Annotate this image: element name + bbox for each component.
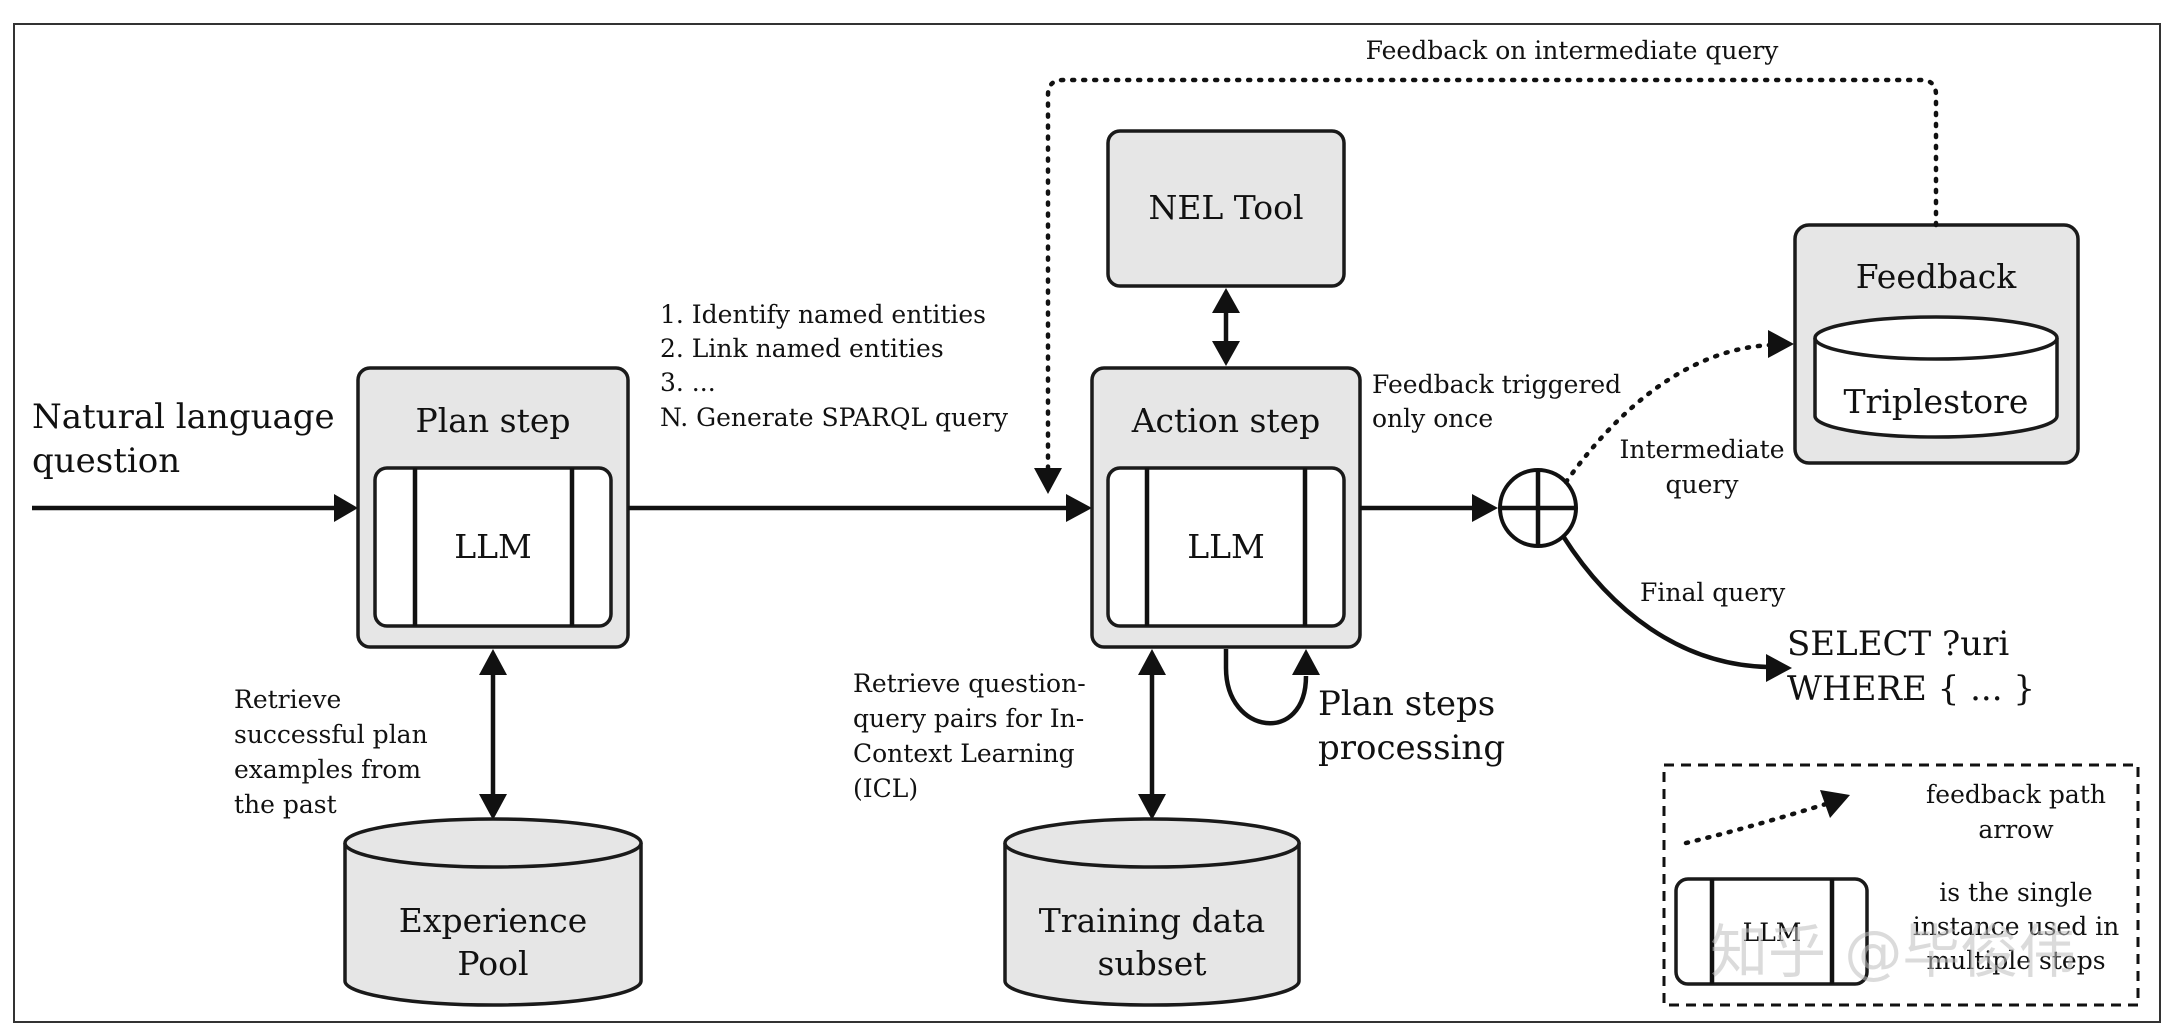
feedback-triggered-line-2: only once bbox=[1372, 404, 1493, 433]
experience-pool-line-2: Pool bbox=[457, 944, 528, 983]
input-label-line-1: Natural language bbox=[32, 397, 335, 437]
retrieve-icl-label: Retrieve question- query pairs for In- C… bbox=[853, 669, 1086, 803]
nel-action-arrow-head-up bbox=[1212, 288, 1240, 313]
diagram-frame bbox=[13, 23, 2161, 1023]
triplestore-label: Triplestore bbox=[1844, 382, 2029, 421]
feedback-loop-arrow-head bbox=[1034, 468, 1062, 494]
legend-dotted-arrow-head bbox=[1820, 790, 1850, 818]
retrieve-icl-line-3: Context Learning bbox=[853, 739, 1075, 768]
feedback-title: Feedback bbox=[1856, 257, 2018, 296]
plan-list-item-n: N. Generate SPARQL query bbox=[660, 403, 1009, 432]
legend-llm-label: LLM bbox=[1743, 918, 1802, 947]
nel-action-arrow-head-down bbox=[1212, 341, 1240, 366]
feedback-triggered-label: Feedback triggered only once bbox=[1372, 370, 1621, 433]
plan-to-action-arrow-head bbox=[1066, 494, 1092, 522]
final-query-arrow-path bbox=[1561, 534, 1769, 670]
plan-step-title: Plan step bbox=[415, 401, 570, 440]
legend-llm-box: LLM bbox=[1674, 877, 1869, 986]
final-query-sparql: SELECT ?uri WHERE { ... } bbox=[1787, 624, 2035, 709]
action-step-box: Action step LLM bbox=[1090, 366, 1362, 649]
action-training-arrow-head-down bbox=[1138, 794, 1166, 820]
training-data-cylinder: Training data subset bbox=[1003, 817, 1301, 1007]
legend-llm-desc-line-1: is the single bbox=[1939, 878, 2092, 907]
intermediate-query-arrow-path bbox=[1563, 342, 1773, 485]
input-arrow-head bbox=[334, 494, 358, 522]
plan-steps-loop-head bbox=[1292, 649, 1320, 675]
plan-steps-processing-line-2: processing bbox=[1318, 728, 1505, 768]
retrieve-plan-label: Retrieve successful plan examples from t… bbox=[234, 685, 428, 819]
input-question: Natural language question bbox=[32, 397, 335, 481]
action-training-arrow-head-up bbox=[1138, 649, 1166, 675]
action-step-llm-label: LLM bbox=[1187, 527, 1265, 566]
experience-pool-line-1: Experience bbox=[399, 901, 587, 940]
legend-dotted-label-line-1: feedback path bbox=[1926, 780, 2106, 809]
intermediate-query-line-2: query bbox=[1666, 470, 1740, 499]
plan-pool-arrow-head-up bbox=[479, 649, 507, 675]
retrieve-plan-line-3: examples from bbox=[234, 755, 421, 784]
action-to-switch-arrow-head bbox=[1472, 494, 1498, 522]
retrieve-icl-line-2: query pairs for In- bbox=[853, 704, 1084, 733]
plan-steps-processing-line-1: Plan steps bbox=[1318, 684, 1495, 724]
legend-llm-desc-line-2: instance used in bbox=[1913, 912, 2120, 941]
legend: feedback path arrow LLM is the single in… bbox=[1662, 763, 2140, 1007]
plan-step-box: Plan step LLM bbox=[356, 366, 630, 649]
plan-list-item-3: 3. ... bbox=[660, 368, 716, 397]
retrieve-plan-line-1: Retrieve bbox=[234, 685, 341, 714]
intermediate-query-line-1: Intermediate bbox=[1619, 435, 1784, 464]
action-step-title: Action step bbox=[1131, 401, 1321, 440]
plan-step-llm-label: LLM bbox=[454, 527, 532, 566]
triplestore-cylinder: Triplestore bbox=[1813, 315, 2059, 439]
plan-step-llm: LLM bbox=[373, 466, 613, 628]
feedback-triggered-line-1: Feedback triggered bbox=[1372, 370, 1621, 399]
nel-tool-title: NEL Tool bbox=[1148, 188, 1303, 227]
legend-dotted-label-line-2: arrow bbox=[1978, 815, 2054, 844]
plan-steps-loop-path bbox=[1223, 649, 1309, 726]
input-label-line-2: question bbox=[32, 441, 180, 481]
retrieve-icl-line-1: Retrieve question- bbox=[853, 669, 1086, 698]
final-query-label: Final query bbox=[1640, 578, 1786, 607]
plan-list-item-2: 2. Link named entities bbox=[660, 334, 944, 363]
retrieve-icl-line-4: (ICL) bbox=[853, 774, 918, 803]
final-query-line-1: SELECT ?uri bbox=[1787, 624, 2009, 664]
plan-list-item-1: 1. Identify named entities bbox=[660, 300, 986, 329]
feedback-loop-arrow-path bbox=[1045, 77, 1939, 473]
retrieve-plan-line-2: successful plan bbox=[234, 720, 428, 749]
plan-pool-arrow-head-down bbox=[479, 794, 507, 820]
legend-llm-desc-line-3: multiple steps bbox=[1926, 946, 2105, 975]
training-data-line-1: Training data bbox=[1039, 901, 1265, 940]
training-data-line-2: subset bbox=[1097, 944, 1206, 983]
retrieve-plan-line-4: the past bbox=[234, 790, 337, 819]
query-switch-node bbox=[1498, 468, 1578, 548]
final-query-line-2: WHERE { ... } bbox=[1787, 669, 2035, 709]
watermark: 知乎 @毕俊伟 bbox=[1710, 918, 2076, 986]
intermediate-query-arrow-head bbox=[1768, 330, 1794, 358]
intermediate-query-label: Intermediate query bbox=[1619, 435, 1784, 499]
experience-pool-cylinder: Experience Pool bbox=[343, 817, 643, 1007]
feedback-box: Feedback Triplestore bbox=[1793, 223, 2080, 465]
plan-steps-processing-label: Plan steps processing bbox=[1318, 684, 1505, 768]
feedback-intermediate-label: Feedback on intermediate query bbox=[1366, 36, 1780, 65]
action-step-llm: LLM bbox=[1106, 466, 1346, 628]
plan-list: 1. Identify named entities 2. Link named… bbox=[660, 300, 1009, 432]
nel-tool-box: NEL Tool bbox=[1106, 129, 1346, 288]
final-query-arrow-head bbox=[1766, 654, 1792, 682]
legend-dotted-arrow-path bbox=[1683, 801, 1829, 846]
